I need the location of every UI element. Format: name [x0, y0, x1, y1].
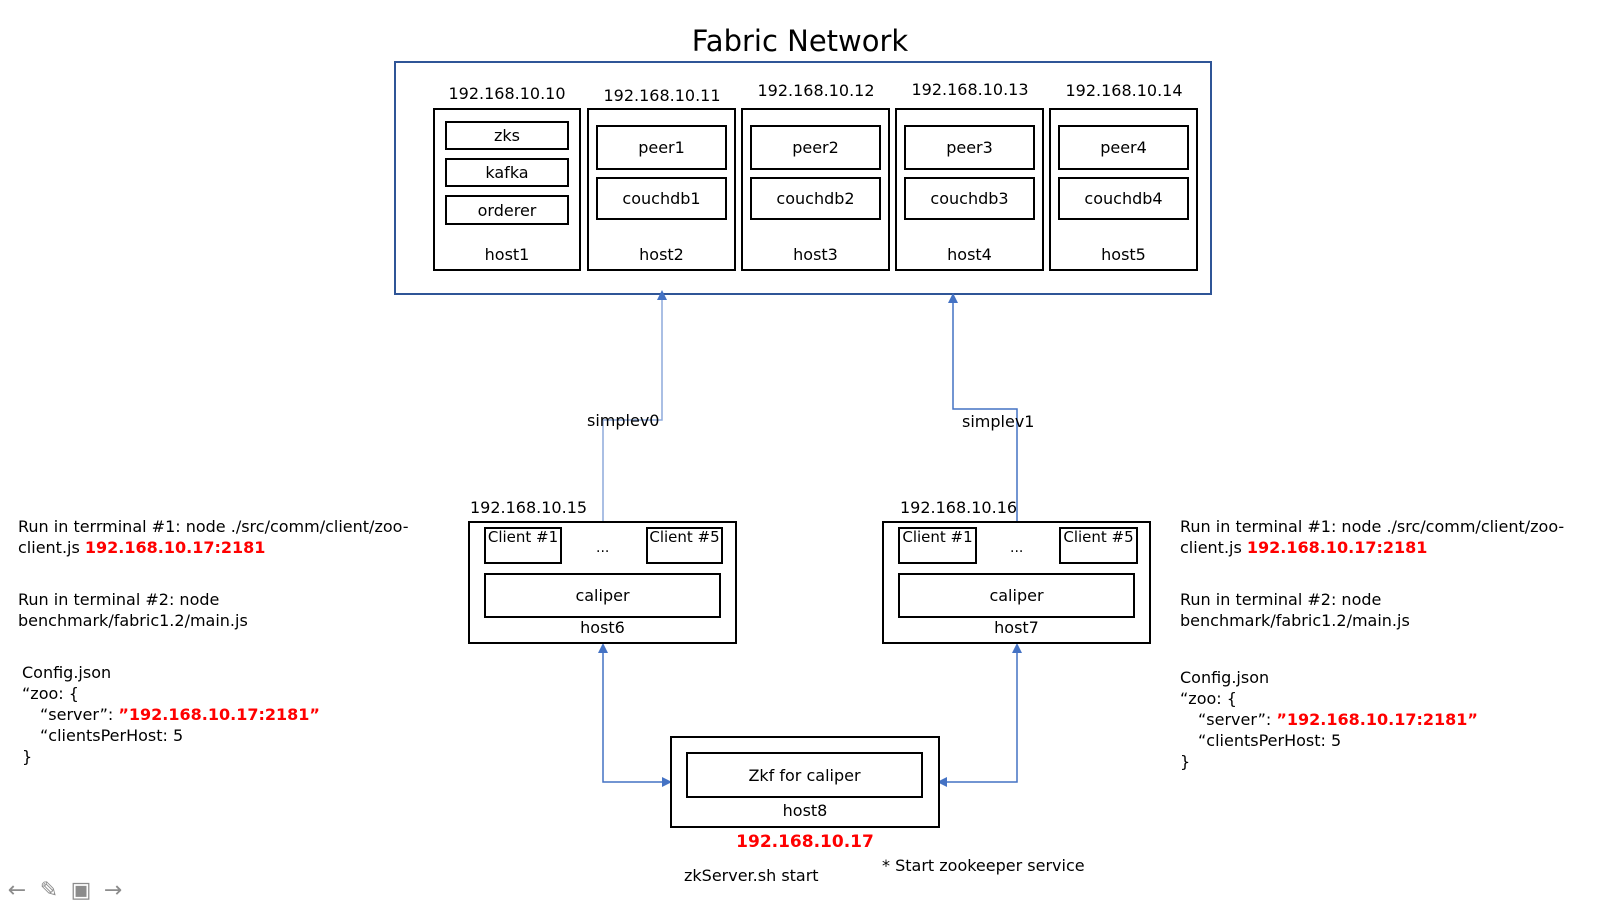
- host7-client-1: Client #1: [898, 527, 977, 564]
- host8-ip: 192.168.10.17: [736, 832, 874, 852]
- right-run1-file: client.js: [1180, 538, 1247, 557]
- wire-host6-host8: [598, 643, 672, 787]
- left-config-server-key: “server”:: [40, 705, 119, 724]
- previous-slide-icon[interactable]: ←: [7, 878, 27, 903]
- left-run2-line2: benchmark/fabric1.2/main.js: [18, 611, 248, 630]
- pen-icon[interactable]: ✎: [39, 878, 59, 903]
- service-orderer: orderer: [445, 195, 569, 225]
- host2-label: host2: [639, 245, 684, 264]
- host3-ip: 192.168.10.12: [757, 81, 875, 100]
- service-couchdb1: couchdb1: [596, 177, 727, 220]
- zk-start-command: zkServer.sh start: [684, 866, 819, 885]
- link-label-simplev0: simplev0: [587, 411, 660, 430]
- host5-label: host5: [1101, 245, 1146, 264]
- zk-start-note: * Start zookeeper service: [882, 856, 1085, 875]
- host6-ip: 192.168.10.15: [470, 498, 588, 517]
- host4-ip: 192.168.10.13: [911, 80, 1029, 99]
- wire-host7-host8: [937, 643, 1022, 787]
- host7-ellipsis: ...: [1010, 540, 1024, 556]
- host2-ip: 192.168.10.11: [603, 86, 721, 105]
- right-config-server-value: ”192.168.10.17:2181”: [1276, 710, 1478, 729]
- right-run1-line1: Run in terminal #1: node ./src/comm/clie…: [1180, 517, 1565, 536]
- slideshow-toolbar: ← ✎ ▣ →: [4, 878, 126, 903]
- left-config-title: Config.json: [22, 663, 112, 682]
- host5-ip: 192.168.10.14: [1065, 81, 1183, 100]
- left-run1-address: 192.168.10.17:2181: [84, 538, 266, 557]
- host6-client-1: Client #1: [484, 527, 562, 564]
- service-peer1: peer1: [596, 125, 727, 170]
- left-run2-line1: Run in terminal #2: node: [18, 590, 220, 609]
- service-couchdb4: couchdb4: [1058, 177, 1189, 220]
- left-config-clients: “clientsPerHost: 5: [40, 726, 184, 745]
- host7-client-5: Client #5: [1059, 527, 1138, 564]
- left-run1-file: client.js: [18, 538, 85, 557]
- fabric-network-frame: [394, 61, 1212, 295]
- right-config-close: }: [1180, 752, 1191, 771]
- wire-simplev1: [948, 293, 1018, 521]
- right-config-title: Config.json: [1180, 668, 1270, 687]
- right-run2-note: Run in terminal #2: node benchmark/fabri…: [1180, 589, 1410, 631]
- host6-caliper: caliper: [484, 573, 721, 618]
- left-config-server: “server”: ”192.168.10.17:2181”: [22, 704, 320, 725]
- host7-label: host7: [994, 618, 1039, 637]
- host6-label: host6: [580, 618, 625, 637]
- right-run2-line2: benchmark/fabric1.2/main.js: [1180, 611, 1410, 630]
- right-run2-line1: Run in terminal #2: node: [1180, 590, 1382, 609]
- right-run1-address: 192.168.10.17:2181: [1246, 538, 1428, 557]
- service-kafka: kafka: [445, 158, 569, 187]
- right-run1-note: Run in terminal #1: node ./src/comm/clie…: [1180, 516, 1564, 558]
- host6-client-5: Client #5: [646, 527, 723, 564]
- left-run1-note: Run in terrminal #1: node ./src/comm/cli…: [18, 516, 409, 558]
- right-config-server-key: “server”:: [1198, 710, 1277, 729]
- next-slide-icon[interactable]: →: [103, 878, 123, 903]
- host3-label: host3: [793, 245, 838, 264]
- host7-ip: 192.168.10.16: [900, 498, 1018, 517]
- left-run1-line2: client.js 192.168.10.17:2181: [18, 537, 409, 558]
- left-run1-line1: Run in terrminal #1: node ./src/comm/cli…: [18, 517, 409, 536]
- left-config-server-value: ”192.168.10.17:2181”: [118, 705, 320, 724]
- right-config-note: Config.json “zoo: { “server”: ”192.168.1…: [1180, 667, 1478, 772]
- host1-ip: 192.168.10.10: [448, 84, 566, 103]
- host4-label: host4: [947, 245, 992, 264]
- left-config-open: “zoo: {: [22, 684, 79, 703]
- right-config-clients: “clientsPerHost: 5: [1198, 731, 1342, 750]
- right-config-server: “server”: ”192.168.10.17:2181”: [1180, 709, 1478, 730]
- service-couchdb2: couchdb2: [750, 177, 881, 220]
- left-config-note: Config.json “zoo: { “server”: ”192.168.1…: [22, 662, 320, 767]
- link-label-simplev1: simplev1: [962, 412, 1035, 431]
- service-couchdb3: couchdb3: [904, 177, 1035, 220]
- service-zks: zks: [445, 121, 569, 150]
- host7-caliper: caliper: [898, 573, 1135, 618]
- host8-label: host8: [782, 801, 828, 820]
- service-peer3: peer3: [904, 125, 1035, 170]
- slides-menu-icon[interactable]: ▣: [70, 878, 92, 903]
- left-config-close: }: [22, 747, 33, 766]
- right-config-open: “zoo: {: [1180, 689, 1237, 708]
- diagram-title: Fabric Network: [691, 24, 909, 58]
- host6-ellipsis: ...: [596, 540, 610, 556]
- right-run1-line2: client.js 192.168.10.17:2181: [1180, 537, 1564, 558]
- service-peer4: peer4: [1058, 125, 1189, 170]
- wire-simplev0: [602, 290, 667, 521]
- service-peer2: peer2: [750, 125, 881, 170]
- host1-label: host1: [484, 245, 530, 264]
- left-run2-note: Run in terminal #2: node benchmark/fabri…: [18, 589, 248, 631]
- host8-zkf: Zkf for caliper: [686, 752, 923, 798]
